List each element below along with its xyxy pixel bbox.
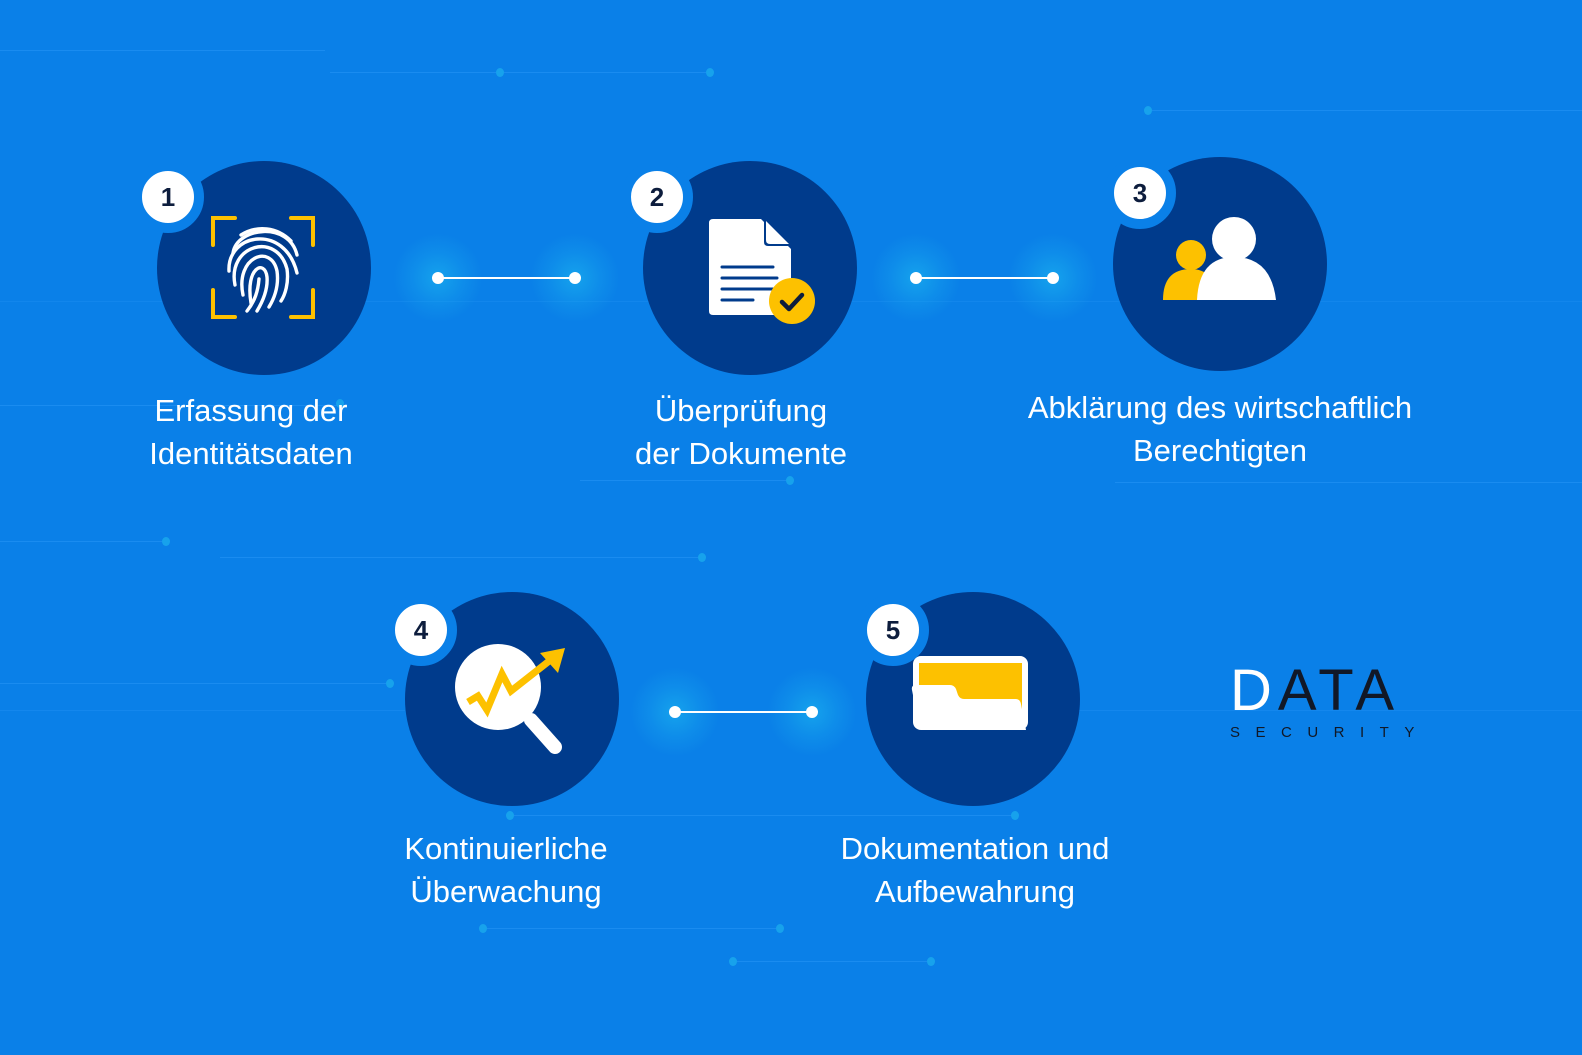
step-4-number-badge: 4 [385, 594, 457, 666]
step-5-number: 5 [885, 614, 901, 645]
background-line [1148, 110, 1582, 111]
background-line [0, 405, 340, 406]
background-dot [479, 924, 487, 933]
step-3-number-badge: 3 [1104, 157, 1176, 229]
background-dot [927, 957, 935, 966]
background-dot [506, 811, 514, 820]
document-check-icon [709, 219, 815, 324]
step-1-label: Erfassung der Identitätsdaten [149, 393, 353, 471]
background-dot [698, 553, 706, 562]
step-1-number-badge: 1 [132, 161, 204, 233]
connector-dot [669, 706, 681, 718]
background-line [483, 928, 780, 929]
connector-2-3 [916, 277, 1053, 279]
background-line [1115, 482, 1582, 483]
background-line [0, 541, 165, 542]
connector-dot [1047, 272, 1059, 284]
background-line [220, 557, 702, 558]
logo-subtitle: SECURITY [1230, 724, 1430, 741]
step-3-label: Abklärung des wirtschaftlich Berechtigte… [1027, 390, 1413, 468]
data-security-logo: DATA SECURITY [1230, 658, 1430, 742]
background-line [0, 683, 390, 684]
connector-dot [569, 272, 581, 284]
background-dot [729, 957, 737, 966]
background-line [733, 961, 931, 962]
connector-dot [910, 272, 922, 284]
background-line [1050, 710, 1582, 711]
background-dot [496, 68, 504, 77]
connector-dot [432, 272, 444, 284]
background-line [510, 815, 1015, 816]
folder-icon [911, 656, 1028, 730]
fingerprint-scan-icon [211, 216, 315, 319]
users-icon [1163, 217, 1276, 300]
step-2-number: 2 [649, 181, 665, 212]
step-2-number-badge: 2 [621, 161, 693, 233]
background-line [330, 72, 710, 73]
step-3-number: 3 [1132, 177, 1148, 208]
connector-4-5 [675, 711, 812, 713]
background-dot [386, 679, 394, 688]
background-dot [776, 924, 784, 933]
step-5-number-badge: 5 [857, 594, 929, 666]
logo-wordmark: DATA [1230, 658, 1401, 723]
background-line [0, 710, 405, 711]
magnifier-trend-icon [455, 644, 565, 754]
step-5-label: Dokumentation und Aufbewahrung [840, 831, 1110, 909]
background-dot [786, 476, 794, 485]
background-dot [1144, 106, 1152, 115]
connector-1-2 [438, 277, 575, 279]
step-4-label: Kontinuierliche Überwachung [404, 831, 608, 909]
background-line [0, 50, 325, 51]
background-dot [162, 537, 170, 546]
connector-dot [806, 706, 818, 718]
step-4-number: 4 [413, 614, 429, 645]
step-1-number: 1 [160, 181, 176, 212]
background-line [580, 480, 790, 481]
step-2-label: Überprüfung der Dokumente [635, 393, 847, 471]
background-dot [706, 68, 714, 77]
background-dot [336, 399, 344, 408]
background-dot [1011, 811, 1019, 820]
